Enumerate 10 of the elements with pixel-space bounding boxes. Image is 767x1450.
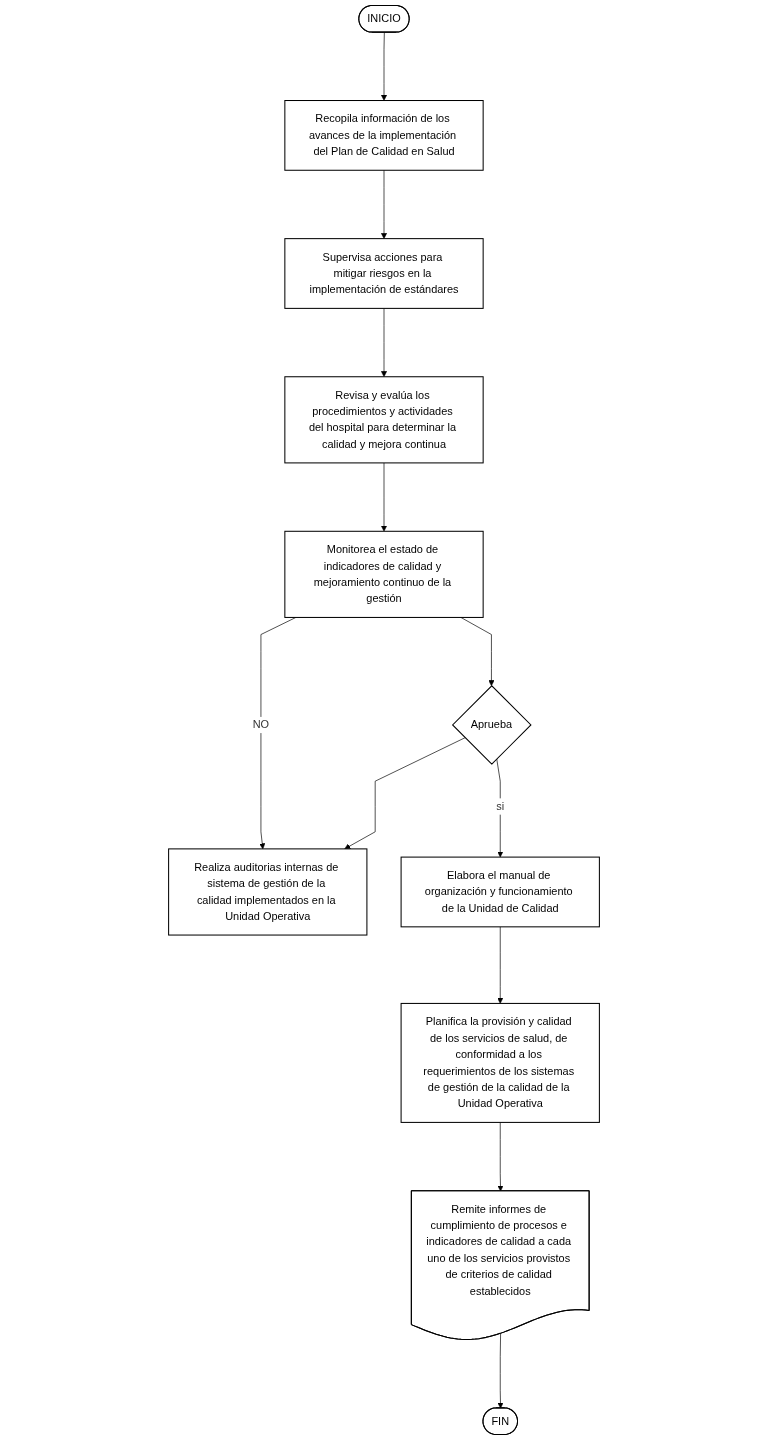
edge-label: si — [495, 800, 504, 812]
node-diamond: Aprueba — [451, 685, 532, 765]
node-box: Supervisa acciones para mitigar riesgos en la implementación de estándares — [283, 238, 484, 309]
node-box: Realiza auditorias internas de sistema de gestión de la calidad implementados en la Unidad Operativa — [167, 848, 367, 936]
node-box: Elabora el manual de organización y funcionamiento de la Unidad de Calidad — [400, 856, 600, 928]
edge-label: NO — [252, 718, 269, 731]
node-box: Planifica la provisión y calidad de los servicios de salud, de conformidad a los requerimientos de los sistemas de gestión de la calidad de la Unidad Operativa — [400, 1002, 600, 1123]
node-box: Recopila información de los avances de la implementación del Plan de Calidad en Salud — [283, 100, 484, 171]
node-box: Monitorea el estado de indicadores de calidad y mejoramiento continuo de la gestión — [283, 530, 484, 618]
node-box: Revisa y evalúa los procedimientos y actividades del hospital para determinar la calidad y mejora continua — [283, 376, 484, 464]
